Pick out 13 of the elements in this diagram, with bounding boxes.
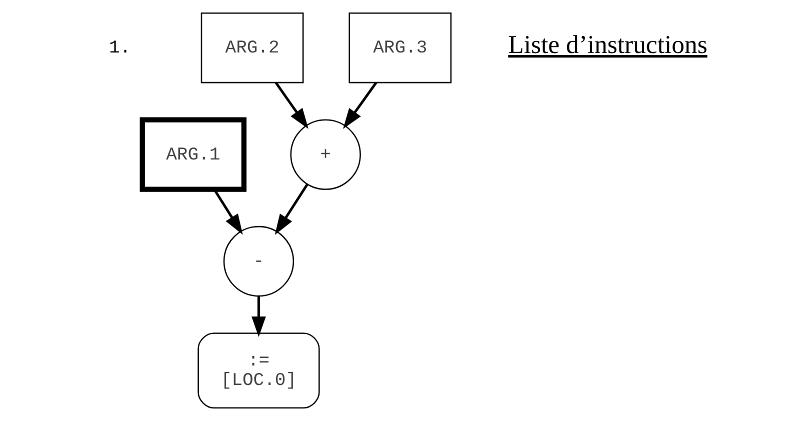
node-circle: -: [222, 226, 294, 297]
arrow: [274, 184, 308, 235]
arrow: [212, 188, 242, 235]
arrow: [342, 82, 377, 129]
node-box: := [LOC.0]: [197, 332, 320, 408]
node-box: ARG.1: [139, 117, 246, 192]
label: Liste d’instructions: [508, 30, 707, 59]
node-box: ARG.2: [200, 12, 304, 84]
arrow: [274, 82, 308, 129]
arrow: [251, 296, 266, 338]
node-circle: +: [290, 119, 360, 190]
node-box: ARG.3: [348, 12, 452, 84]
label: 1.: [108, 38, 130, 59]
